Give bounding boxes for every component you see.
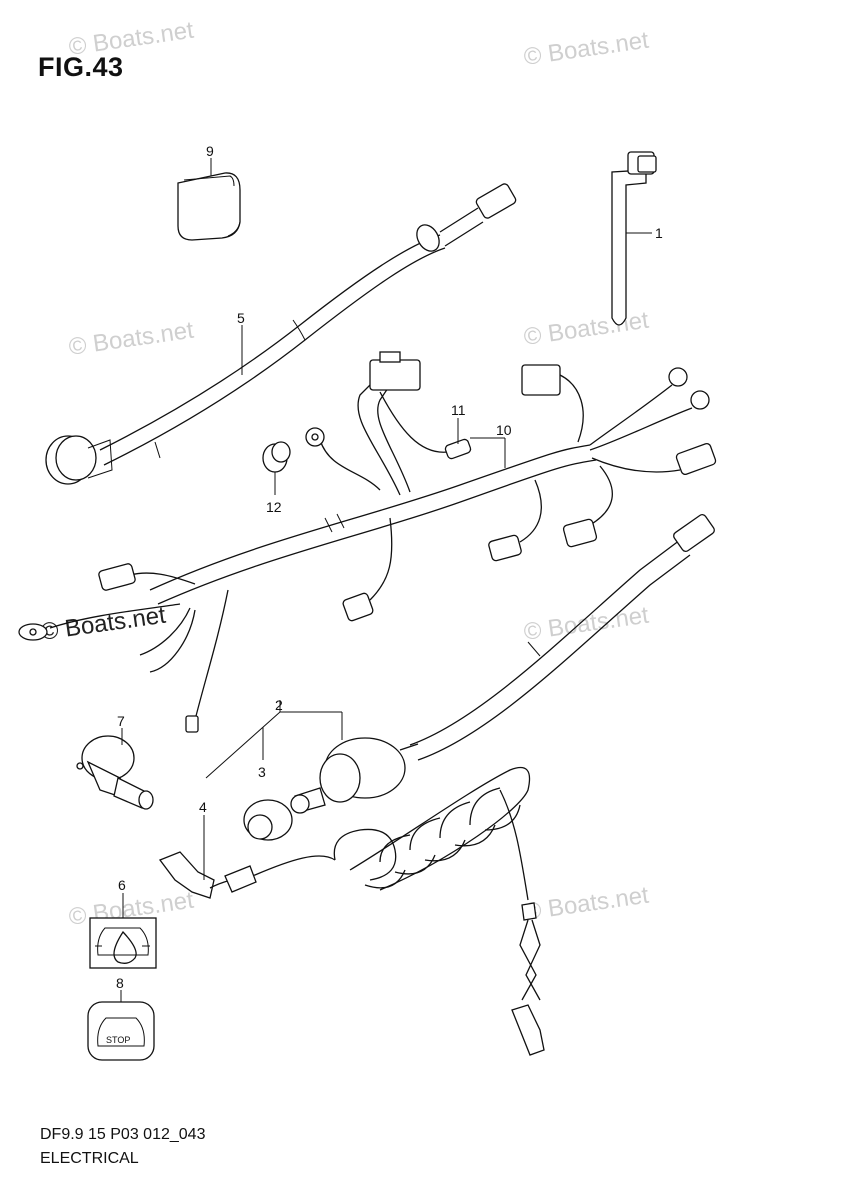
part-12-clamp: 12 <box>262 441 291 515</box>
part-3-cap-nut: 3 <box>243 764 293 841</box>
part-8-stop-label: STOP 8 <box>87 975 155 1061</box>
part-1-sensor: 1 <box>611 151 663 326</box>
watermark: © Boats.net <box>522 27 651 71</box>
part-5-switch-harness: 5 <box>45 183 517 485</box>
callout-12: 12 <box>266 499 282 515</box>
callout-1: 1 <box>655 225 663 241</box>
callout-9: 9 <box>206 143 214 159</box>
watermark: © Boats.net <box>522 307 651 351</box>
part-7-pressure-switch: 7 <box>76 713 154 810</box>
coil-cord <box>333 766 545 1056</box>
watermark: © Boats.net <box>522 882 651 926</box>
part-6-oil-label: 6 <box>89 877 157 969</box>
callout-11: 11 <box>451 402 466 418</box>
callout-8: 8 <box>116 975 124 991</box>
watermark: © Boats.net <box>67 17 196 61</box>
callout-7: 7 <box>117 713 125 729</box>
part-9-grommet: 9 <box>177 143 241 241</box>
part-2-stop-switch: 2 <box>205 514 715 814</box>
watermark: © Boats.net <box>522 602 651 646</box>
callout-2: 2 <box>275 697 283 713</box>
part-10-main-harness: 10 11 <box>18 351 717 733</box>
stop-label-text: STOP <box>106 1035 130 1045</box>
section-title: ELECTRICAL <box>40 1150 139 1167</box>
watermark: © Boats.net <box>67 317 196 361</box>
callout-6: 6 <box>118 877 126 893</box>
part-4-lanyard: 4 <box>158 766 545 1056</box>
callout-4: 4 <box>199 799 207 815</box>
figure-title: FIG.43 <box>38 52 124 82</box>
callout-10: 10 <box>496 422 512 438</box>
callout-5: 5 <box>237 310 245 326</box>
callout-3: 3 <box>258 764 266 780</box>
figure-code: DF9.9 15 P03 012_043 <box>40 1126 206 1143</box>
